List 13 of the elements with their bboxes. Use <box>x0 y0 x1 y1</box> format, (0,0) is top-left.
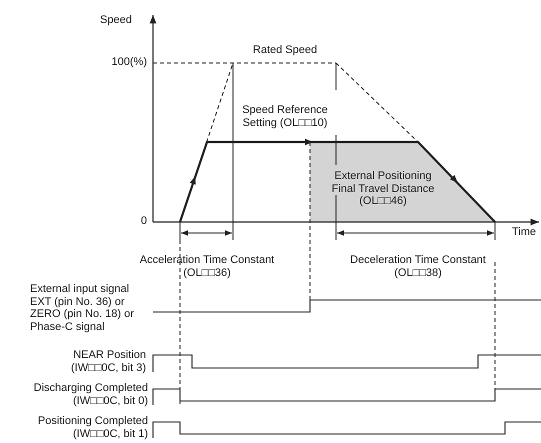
annotation: External Positioning Final Travel Distance (OL□□46) <box>330 170 436 208</box>
dimension-label: Acceleration Time Constant (OL□□36) <box>138 254 276 279</box>
signal-label: Discharging Completed (IW□□0C, bit 0) <box>32 382 148 407</box>
axis-title: Speed <box>100 14 133 26</box>
tick-label: 100(%) <box>110 56 147 68</box>
axis-title: Time <box>512 226 538 238</box>
annotation: Rated Speed <box>252 44 318 56</box>
tick-label: 0 <box>140 215 147 228</box>
annotation: Speed Reference Setting (OL□□10) <box>241 104 329 129</box>
signal-label: External input signal EXT (pin No. 36) or ZERO (pin No. 18) or Phase-C signal <box>30 283 135 333</box>
signal-label: NEAR Position (IW□□0C, bit 3) <box>70 349 146 374</box>
dimension-label: Deceleration Time Constant (OL□□38) <box>349 254 487 279</box>
signal-label: Positioning Completed (IW□□0C, bit 1) <box>36 415 148 440</box>
